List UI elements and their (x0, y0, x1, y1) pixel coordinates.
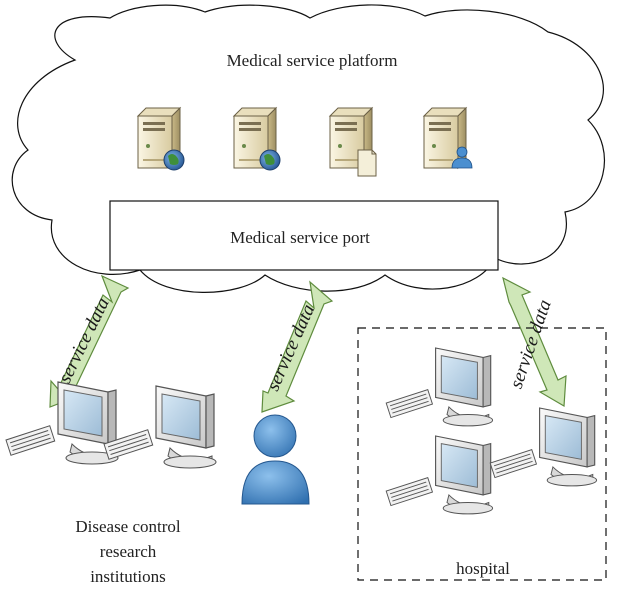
server-1 (137, 107, 185, 171)
service-port-box (109, 200, 499, 271)
globe-icon (163, 149, 185, 171)
service-data-label-left: service data (54, 294, 113, 386)
document-icon (357, 149, 377, 177)
service-data-arrow-middle: service data (261, 280, 334, 413)
computer-disease-1 (5, 381, 119, 465)
computer-hospital-1 (385, 347, 494, 427)
computer-hospital-3 (489, 407, 598, 487)
disease-control-label-line2: research (100, 542, 157, 561)
service-port-label: Medical service port (230, 228, 370, 247)
user-badge-icon (451, 146, 473, 169)
disease-control-label-line1: Disease control (75, 517, 181, 536)
hospital-label: hospital (456, 559, 510, 578)
user-person-icon (241, 414, 310, 505)
server-4 (423, 107, 473, 169)
globe-icon (259, 149, 281, 171)
computer-disease-2 (103, 385, 217, 469)
server-2 (233, 107, 281, 171)
computer-hospital-2 (385, 435, 494, 515)
service-data-arrow-right: service data (502, 276, 567, 408)
hospital-boundary (357, 327, 607, 581)
platform-title: Medical service platform (227, 51, 398, 70)
disease-control-label-line3: institutions (90, 567, 166, 586)
server-3 (329, 107, 377, 177)
